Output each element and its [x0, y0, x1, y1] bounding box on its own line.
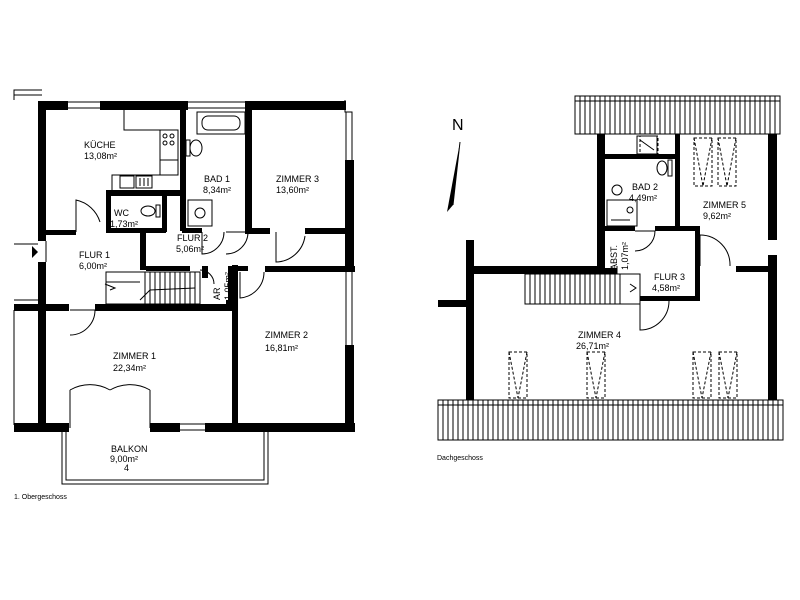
attic-walls [438, 134, 777, 400]
room-name-zimmer1: ZIMMER 1 [113, 351, 156, 361]
floor1-doors [45, 199, 306, 428]
floor1-caption: 1. Obergeschoss [14, 494, 67, 501]
balcony-outline [61, 432, 269, 485]
room-area-zimmer4: 26,71m² [576, 341, 609, 351]
attic-skylights [508, 135, 738, 399]
room-name-flur2: FLUR 2 [177, 233, 208, 243]
room-area-ar: 1,05m² [223, 272, 233, 300]
room-area-abst: 1,07m² [620, 242, 630, 270]
room-area-bad1: 8,34m² [203, 185, 231, 195]
room-area-wc: 1,73m² [110, 219, 138, 229]
attic-doors [616, 230, 731, 331]
room-name-abst: ABST. [609, 245, 619, 270]
floor1-plan: KÜCHE 13,08m² BAD 1 8,34m² ZIMMER 3 13,6… [13, 89, 355, 501]
floor1-room-labels: KÜCHE 13,08m² BAD 1 8,34m² ZIMMER 3 13,6… [79, 140, 319, 473]
room-name-bad1: BAD 1 [204, 174, 230, 184]
north-arrow: N [447, 117, 464, 212]
room-name-kueche: KÜCHE [84, 140, 116, 150]
room-area-flur2: 5,06m² [176, 244, 204, 254]
room-area-flur3: 4,58m² [652, 283, 680, 293]
room-name-zimmer4: ZIMMER 4 [578, 330, 621, 340]
room-name-ar: AR [212, 287, 222, 300]
room-area-zimmer5: 9,62m² [703, 211, 731, 221]
attic-roof-bottom [437, 399, 784, 441]
room-name-flur3: FLUR 3 [654, 272, 685, 282]
floor1-windows [14, 101, 353, 431]
room-area-bad2: 4,49m² [629, 193, 657, 203]
room-area-flur1: 6,00m² [79, 261, 107, 271]
attic-plan: N [437, 95, 784, 462]
attic-caption: Dachgeschoss [437, 455, 483, 462]
floor1-staircase [104, 271, 201, 305]
room-name-zimmer2: ZIMMER 2 [265, 330, 308, 340]
room-name-zimmer5: ZIMMER 5 [703, 200, 746, 210]
north-label: N [452, 117, 464, 134]
room-area-kueche: 13,08m² [84, 151, 117, 161]
kitchen-fixtures [111, 110, 179, 190]
room-name-balkon: BALKON [111, 444, 148, 454]
room-area-balkon: 9,00m² [110, 454, 138, 464]
attic-roof-top [574, 95, 781, 135]
room-area-zimmer3: 13,60m² [276, 185, 309, 195]
room-name-wc: WC [114, 208, 129, 218]
room-area-zimmer2: 16,81m² [265, 343, 298, 353]
attic-room-labels: BAD 2 4,49m² ZIMMER 5 9,62m² ABST. 1,07m… [576, 182, 746, 351]
room-name-zimmer3: ZIMMER 3 [276, 174, 319, 184]
room-name-flur1: FLUR 1 [79, 250, 110, 260]
room-name-bad2: BAD 2 [632, 182, 658, 192]
attic-staircase [524, 273, 641, 305]
bath1-fixtures [140, 111, 246, 227]
room-note-balkon: 4 [124, 463, 129, 473]
floor1-walls [14, 101, 355, 432]
room-area-zimmer1: 22,34m² [113, 363, 146, 373]
entrance-arrow [32, 246, 38, 258]
